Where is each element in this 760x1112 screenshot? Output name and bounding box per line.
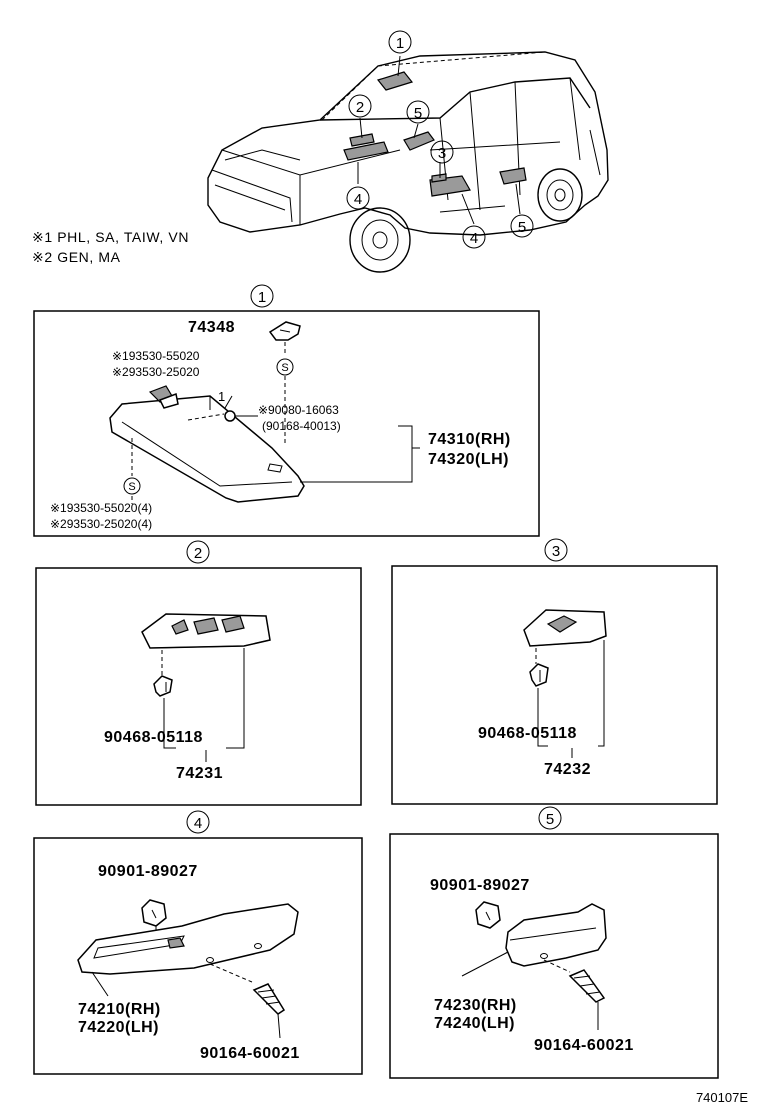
label-clip-74348: 74348 [188, 319, 235, 336]
panel-5-frame [389, 833, 719, 1079]
label-p4-lh: 74220(LH) [78, 1019, 159, 1036]
marker-label: 1 [258, 289, 266, 306]
marker-label: 4 [194, 815, 202, 832]
marker-label: 3 [552, 543, 560, 560]
panel-1-drawing: S S 1 [109, 321, 420, 504]
marker-label: 4 [354, 191, 362, 208]
panel-2-drawing [141, 613, 271, 762]
label-p5-lh: 74240(LH) [434, 1015, 515, 1032]
panel-4-header: 4 [186, 810, 210, 834]
marker-label: 1 [396, 35, 404, 52]
pin-label: 1 [218, 389, 225, 404]
marker-label: 3 [438, 145, 446, 162]
panel-5-drawing [461, 901, 607, 1030]
panel-1-frame [33, 310, 540, 537]
label-p5-screw: 90164-60021 [534, 1037, 634, 1054]
marker-5-top-b: 5 [510, 214, 534, 238]
marker-label: 5 [518, 219, 526, 236]
label-p4-screw: 90164-60021 [200, 1045, 300, 1062]
label-visor-rh: 74310(RH) [428, 431, 511, 448]
panel-2-header: 2 [186, 540, 210, 564]
marker-1-top: 1 [388, 30, 412, 54]
marker-label: 5 [414, 105, 422, 122]
label-p5-clip: 90901-89027 [430, 877, 530, 894]
panel-2-frame [35, 567, 362, 806]
s-mark-lower [123, 477, 141, 495]
label-screw-b2: ※293530-25020(4) [50, 517, 152, 531]
label-p3-assy: 74232 [544, 761, 591, 778]
note-2: ※2 GEN, MA [32, 249, 121, 265]
panel-5-header: 5 [538, 806, 562, 830]
marker-label: 5 [546, 811, 554, 828]
label-p4-clip: 90901-89027 [98, 863, 198, 880]
marker-2-top: 2 [348, 94, 372, 118]
panel-3-header: 3 [544, 538, 568, 562]
panel-4-frame [33, 837, 363, 1075]
marker-5-top-a: 5 [406, 100, 430, 124]
label-bolt-1: ※90080-16063 [258, 403, 339, 417]
label-screw-b1: ※193530-55020(4) [50, 501, 152, 515]
label-p2-assy: 74231 [176, 765, 223, 782]
marker-label: 2 [194, 545, 202, 562]
marker-4-top-a: 4 [346, 186, 370, 210]
catalog-code: 740107E [696, 1090, 748, 1105]
panel-3-frame [391, 565, 718, 805]
note-1: ※1 PHL, SA, TAIW, VN [32, 229, 189, 245]
label-bolt-2: (90168-40013) [262, 419, 341, 433]
label-p5-rh: 74230(RH) [434, 997, 517, 1014]
label-screw-a1: ※193530-55020 [112, 349, 200, 363]
label-p4-rh: 74210(RH) [78, 1001, 161, 1018]
label-p2-clip: 90468-05118 [104, 729, 203, 746]
label-p3-clip: 90468-05118 [478, 725, 577, 742]
s-mark-upper [276, 358, 294, 376]
s-mark-text: S [281, 362, 288, 374]
marker-label: 4 [470, 230, 478, 247]
marker-label: 2 [356, 99, 364, 116]
label-screw-a2: ※293530-25020 [112, 365, 200, 379]
marker-4-top-b: 4 [462, 225, 486, 249]
vehicle-illustration [207, 51, 609, 273]
panel-3-drawing [523, 609, 607, 758]
label-visor-lh: 74320(LH) [428, 451, 509, 468]
s-mark-text: S [128, 481, 135, 493]
panel-4-drawing [77, 899, 299, 1039]
marker-3-top: 3 [430, 140, 454, 164]
panel-1-header: 1 [250, 284, 274, 308]
